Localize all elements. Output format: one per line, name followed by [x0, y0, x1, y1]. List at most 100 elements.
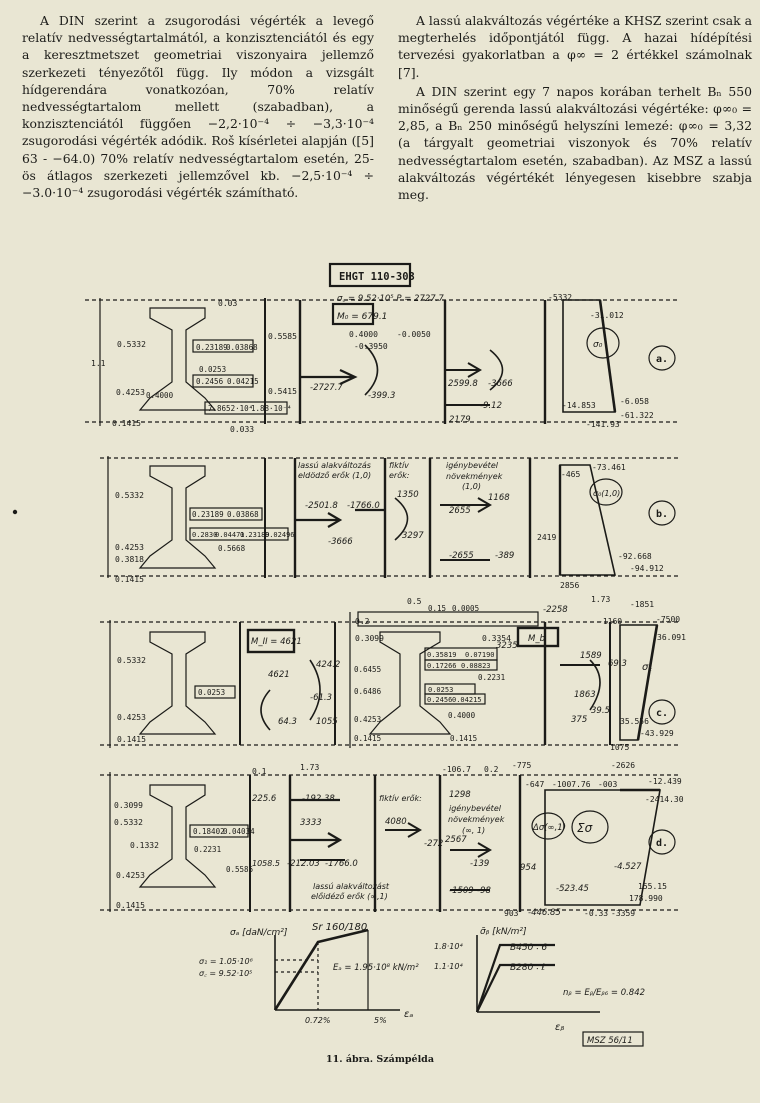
- stress-value: 155.15: [638, 882, 667, 891]
- value: 0.1332: [130, 841, 159, 850]
- force-value: 2567: [445, 835, 467, 845]
- value: 0.5668: [218, 544, 246, 553]
- value: 0.2231: [194, 845, 221, 854]
- value: 0.23189: [240, 531, 270, 539]
- stress-value: -92.668: [618, 552, 652, 561]
- modulus-label: Eₐ = 1.95·10⁸ kN/m²: [333, 963, 419, 973]
- label: lassú alakváltozást: [313, 882, 390, 891]
- phi-value: 0.4000: [349, 330, 378, 339]
- value: 0.0253: [428, 686, 453, 694]
- graph-steel: [273, 928, 400, 1011]
- label: igénybevétel: [449, 803, 502, 813]
- force-value: 3235: [496, 641, 518, 651]
- force-value: -2727.7: [310, 383, 343, 393]
- stress-value: 178.990: [629, 894, 663, 903]
- paragraph: A DIN szerint a zsugorodási végérték a l…: [22, 13, 374, 201]
- x-tick: 5%: [374, 1016, 387, 1025]
- graph-title: Sr 160/180: [312, 922, 367, 933]
- value: 0.2231: [478, 673, 505, 682]
- label: (∞, 1): [462, 826, 485, 835]
- value: -775: [512, 761, 531, 770]
- stress-value: -2414.30: [645, 795, 684, 804]
- label: eldödző erők (1,0): [298, 471, 371, 480]
- label: lassú alakváltozás: [298, 461, 371, 470]
- stress-label: Σσ: [577, 821, 593, 835]
- value: 0.1415: [354, 734, 381, 743]
- value: 7.8652·10⁴: [208, 404, 253, 413]
- force-value: -1766.0: [347, 501, 380, 511]
- label: növekmények: [446, 471, 503, 481]
- force-value: -61.3: [310, 693, 332, 703]
- stress-value: -43.929: [640, 729, 674, 738]
- value: 0.3818: [115, 555, 144, 564]
- force-value: -389: [495, 551, 514, 561]
- stress-value: 1075: [610, 743, 629, 752]
- stress-value: -141.93: [586, 420, 620, 429]
- value: 0.6455: [354, 665, 381, 674]
- value: 0.3354: [482, 634, 511, 643]
- force-value: 1298: [449, 790, 471, 800]
- value: 0.5415: [268, 387, 297, 396]
- y-tick: 1.8·10⁴: [434, 942, 463, 951]
- stress-value: -1160: [598, 617, 622, 626]
- force-value: 1058.5: [252, 859, 280, 868]
- graph-concrete: [475, 935, 644, 1047]
- force-value: -523.45: [556, 884, 589, 894]
- force-value: 225.6: [252, 794, 277, 804]
- text-column-right: A lassú alakváltozás végértéke a KHSZ sz…: [398, 12, 752, 203]
- label: előidéző erők (∞,1): [311, 891, 388, 901]
- value: 0.23189: [192, 510, 224, 519]
- stress-label: σ꜀: [642, 662, 652, 673]
- force-value: 64.3: [278, 717, 297, 727]
- figure-caption: 11. ábra. Számpélda: [326, 1054, 434, 1065]
- value: 0.04471: [215, 531, 245, 539]
- y-tick: 1.1·10⁴: [434, 962, 463, 971]
- value: 0.03: [218, 299, 237, 308]
- value: 0.5332: [117, 340, 146, 349]
- value: 0.04034: [223, 827, 255, 836]
- value: 0.6486: [354, 687, 382, 696]
- stress-value: -1007.76: [552, 780, 591, 789]
- stress-value: -7500: [656, 615, 680, 624]
- label: fiktív erők:: [379, 794, 422, 803]
- stress-value: -465: [561, 470, 580, 479]
- force-value: -212.03: [287, 859, 320, 869]
- value: -2626: [611, 761, 635, 770]
- m-ii-label: M_II = 4621: [251, 637, 302, 647]
- force-value: -2501.8: [305, 501, 338, 511]
- force-value: 1055: [316, 717, 338, 727]
- force-value: 69.3: [608, 659, 627, 669]
- force-value: 954: [520, 863, 536, 873]
- value: 0.1: [252, 767, 267, 776]
- force-value: -399.3: [368, 391, 395, 401]
- value: 1.88·10⁻⁴: [251, 404, 292, 413]
- value: 0.5332: [114, 818, 143, 827]
- force-value: 2599.8: [448, 379, 478, 389]
- value: 1.1: [91, 359, 106, 368]
- force-value: 3297: [402, 531, 424, 541]
- value: 0.2: [355, 617, 370, 626]
- paragraph: A lassú alakváltozás végértéke a KHSZ sz…: [398, 13, 752, 80]
- mb-label: M_b: [528, 634, 545, 644]
- paragraph: A DIN szerint egy 7 napos korában terhel…: [398, 83, 752, 203]
- stress-value: -0.33: [584, 909, 608, 918]
- value: 0.35819: [427, 651, 457, 659]
- value: 0.18402: [193, 827, 225, 836]
- axis-label: σ̃ᵦ [kN/m²]: [480, 927, 527, 937]
- value: 0.3099: [355, 634, 384, 643]
- phi-value: -0.0050: [397, 330, 431, 339]
- force-value: 3333: [300, 818, 322, 828]
- row-b-diagram: [100, 456, 680, 578]
- value: 0.04215: [227, 377, 259, 386]
- row-label-c: c.: [656, 708, 668, 719]
- stress-value: -1851: [630, 600, 654, 609]
- stress-value: -73.461: [592, 463, 626, 472]
- value: 0.03868: [227, 510, 259, 519]
- header-box: [328, 262, 412, 288]
- x-tick: 0.72%: [305, 1016, 330, 1025]
- dot-mark: [12, 509, 18, 515]
- force-value: 1589: [580, 651, 602, 661]
- force-value: -272: [424, 839, 443, 849]
- force-value: 39.5: [591, 706, 610, 716]
